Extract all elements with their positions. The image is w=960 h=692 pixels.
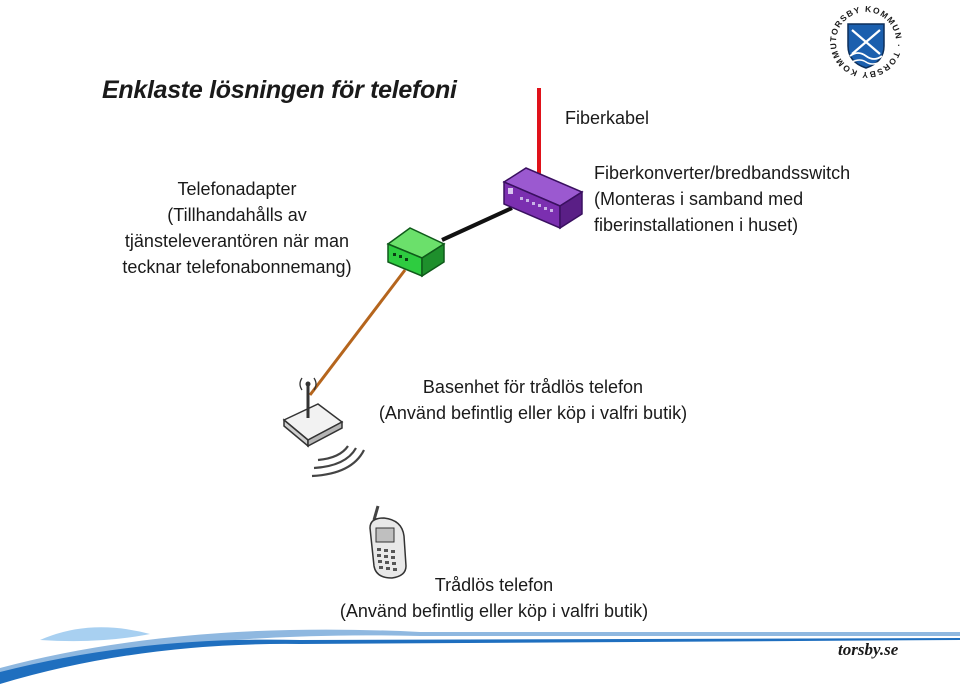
base-label-line: (Använd befintlig eller köp i valfri but… <box>378 403 688 423</box>
footer-site-link[interactable]: torsby.se <box>838 640 899 659</box>
adapter-label: Telefonadapter (Tillhandahålls av tjänst… <box>106 176 368 280</box>
base-label-line: Basenhet för trådlös telefon <box>422 377 644 397</box>
adapter-label-line: tjänsteleverantören när man <box>124 231 350 251</box>
footer-swoosh <box>0 627 960 684</box>
phone-cable <box>308 269 407 396</box>
switch-label-line: (Monteras i samband med <box>594 189 804 209</box>
switch-device-icon <box>502 167 584 230</box>
wireless-waves-icon <box>311 445 365 478</box>
adapter-device-icon <box>386 227 446 278</box>
phone-label-line: Trådlös telefon <box>434 575 554 595</box>
switch-label-line: fiberinstallationen i huset) <box>594 215 799 235</box>
cordless-phone-icon <box>369 505 407 579</box>
phone-label: Trådlös telefon (Använd befintlig eller … <box>318 572 670 624</box>
page-title: Enklaste lösningen för telefoni <box>102 76 457 104</box>
phone-label-line: (Använd befintlig eller köp i valfri but… <box>339 601 649 621</box>
adapter-label-line: (Tillhandahålls av <box>167 205 307 225</box>
base-station-icon <box>282 377 344 448</box>
logo-ring-text: TORSBY KOMMUN · TORSBY KOMMUN · <box>0 0 903 80</box>
svg-text:TORSBY KOMMUN · TORSBY KOMMUN: TORSBY KOMMUN · TORSBY KOMMUN · <box>0 0 904 80</box>
switch-label-line: Fiberkonverter/bredbandsswitch <box>594 163 851 183</box>
base-station-label: Basenhet för trådlös telefon (Använd bef… <box>362 374 704 426</box>
adapter-label-line: tecknar telefonabonnemang) <box>122 257 352 277</box>
fiber-cable-label: Fiberkabel <box>565 108 650 128</box>
switch-label: Fiberkonverter/bredbandsswitch (Monteras… <box>594 160 850 238</box>
ethernet-cable <box>441 206 513 242</box>
adapter-label-line: Telefonadapter <box>177 179 297 199</box>
torsby-kommun-logo: TORSBY KOMMUN · TORSBY KOMMUN · <box>0 0 904 80</box>
